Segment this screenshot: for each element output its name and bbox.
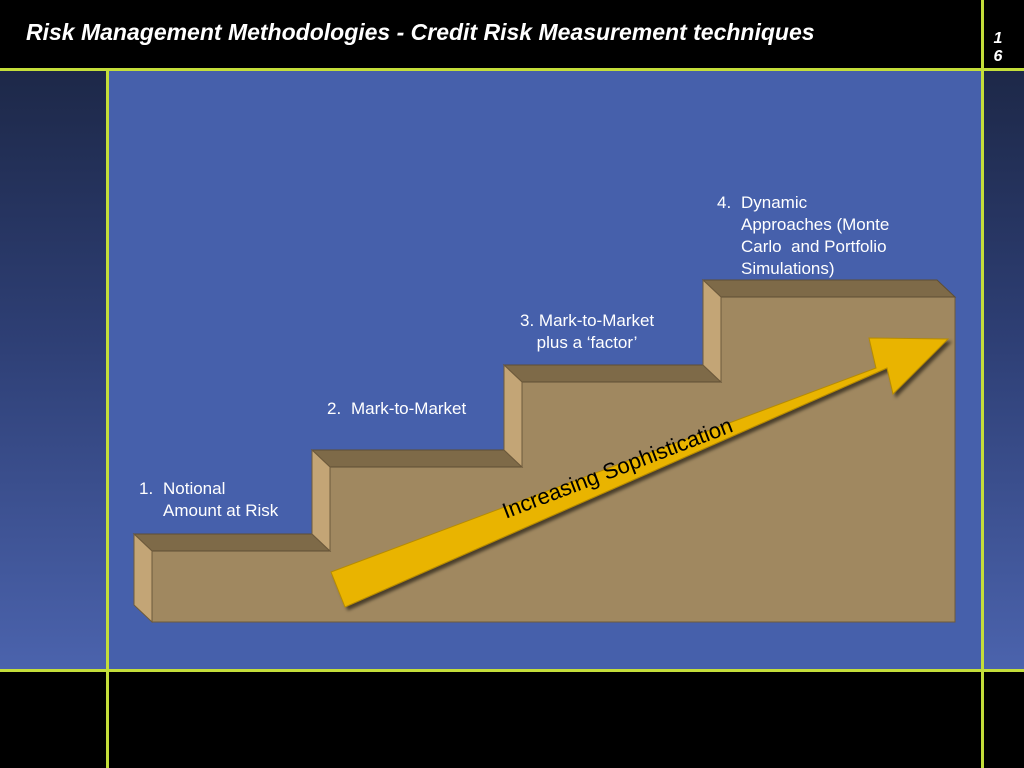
slide-title: Risk Management Methodologies - Credit R… <box>26 19 815 45</box>
step-4-line-2: Approaches (Monte <box>741 215 890 234</box>
step-1-line-1: Notional <box>163 479 226 498</box>
stair-side-3 <box>503 363 523 469</box>
stair-top-3 <box>502 364 723 383</box>
stair-side-1 <box>133 532 153 624</box>
left-gradient-band <box>0 70 108 670</box>
bottom-divider-line <box>0 669 1024 672</box>
top-divider-line <box>0 68 1024 71</box>
stair-side-4 <box>702 278 722 384</box>
step-1-line-2: Amount at Risk <box>163 501 279 520</box>
step-4-line-4: Simulations) <box>741 259 835 278</box>
stair-top-2 <box>310 449 524 468</box>
stair-top-1 <box>132 533 332 552</box>
page-number: 16 <box>993 30 1003 65</box>
step-2-line-1: Mark-to-Market <box>351 399 467 418</box>
step-3-line-2: plus a ‘factor’ <box>536 333 638 352</box>
stair-side-2 <box>311 448 331 553</box>
step-number-2: 2. <box>327 399 342 418</box>
right-gradient-band <box>983 70 1024 670</box>
right-divider-line <box>981 0 984 768</box>
step-4-line-1: Dynamic <box>741 193 808 212</box>
stair-top-4 <box>701 279 957 298</box>
step-3-line-1: Mark-to-Market <box>538 311 655 330</box>
step-number-4: 4. <box>717 193 732 212</box>
step-label-2: 2. Mark-to-Market <box>327 398 466 420</box>
step-4-line-3: Carlo and Portfolio <box>741 237 887 256</box>
sophistication-arrow <box>330 337 950 608</box>
step-number-3: 3. <box>520 311 535 330</box>
left-divider-line <box>106 68 109 768</box>
step-number-1: 1. <box>139 479 154 498</box>
step-label-3: 3. Mark-to-Market plus a ‘factor’ <box>520 310 654 354</box>
